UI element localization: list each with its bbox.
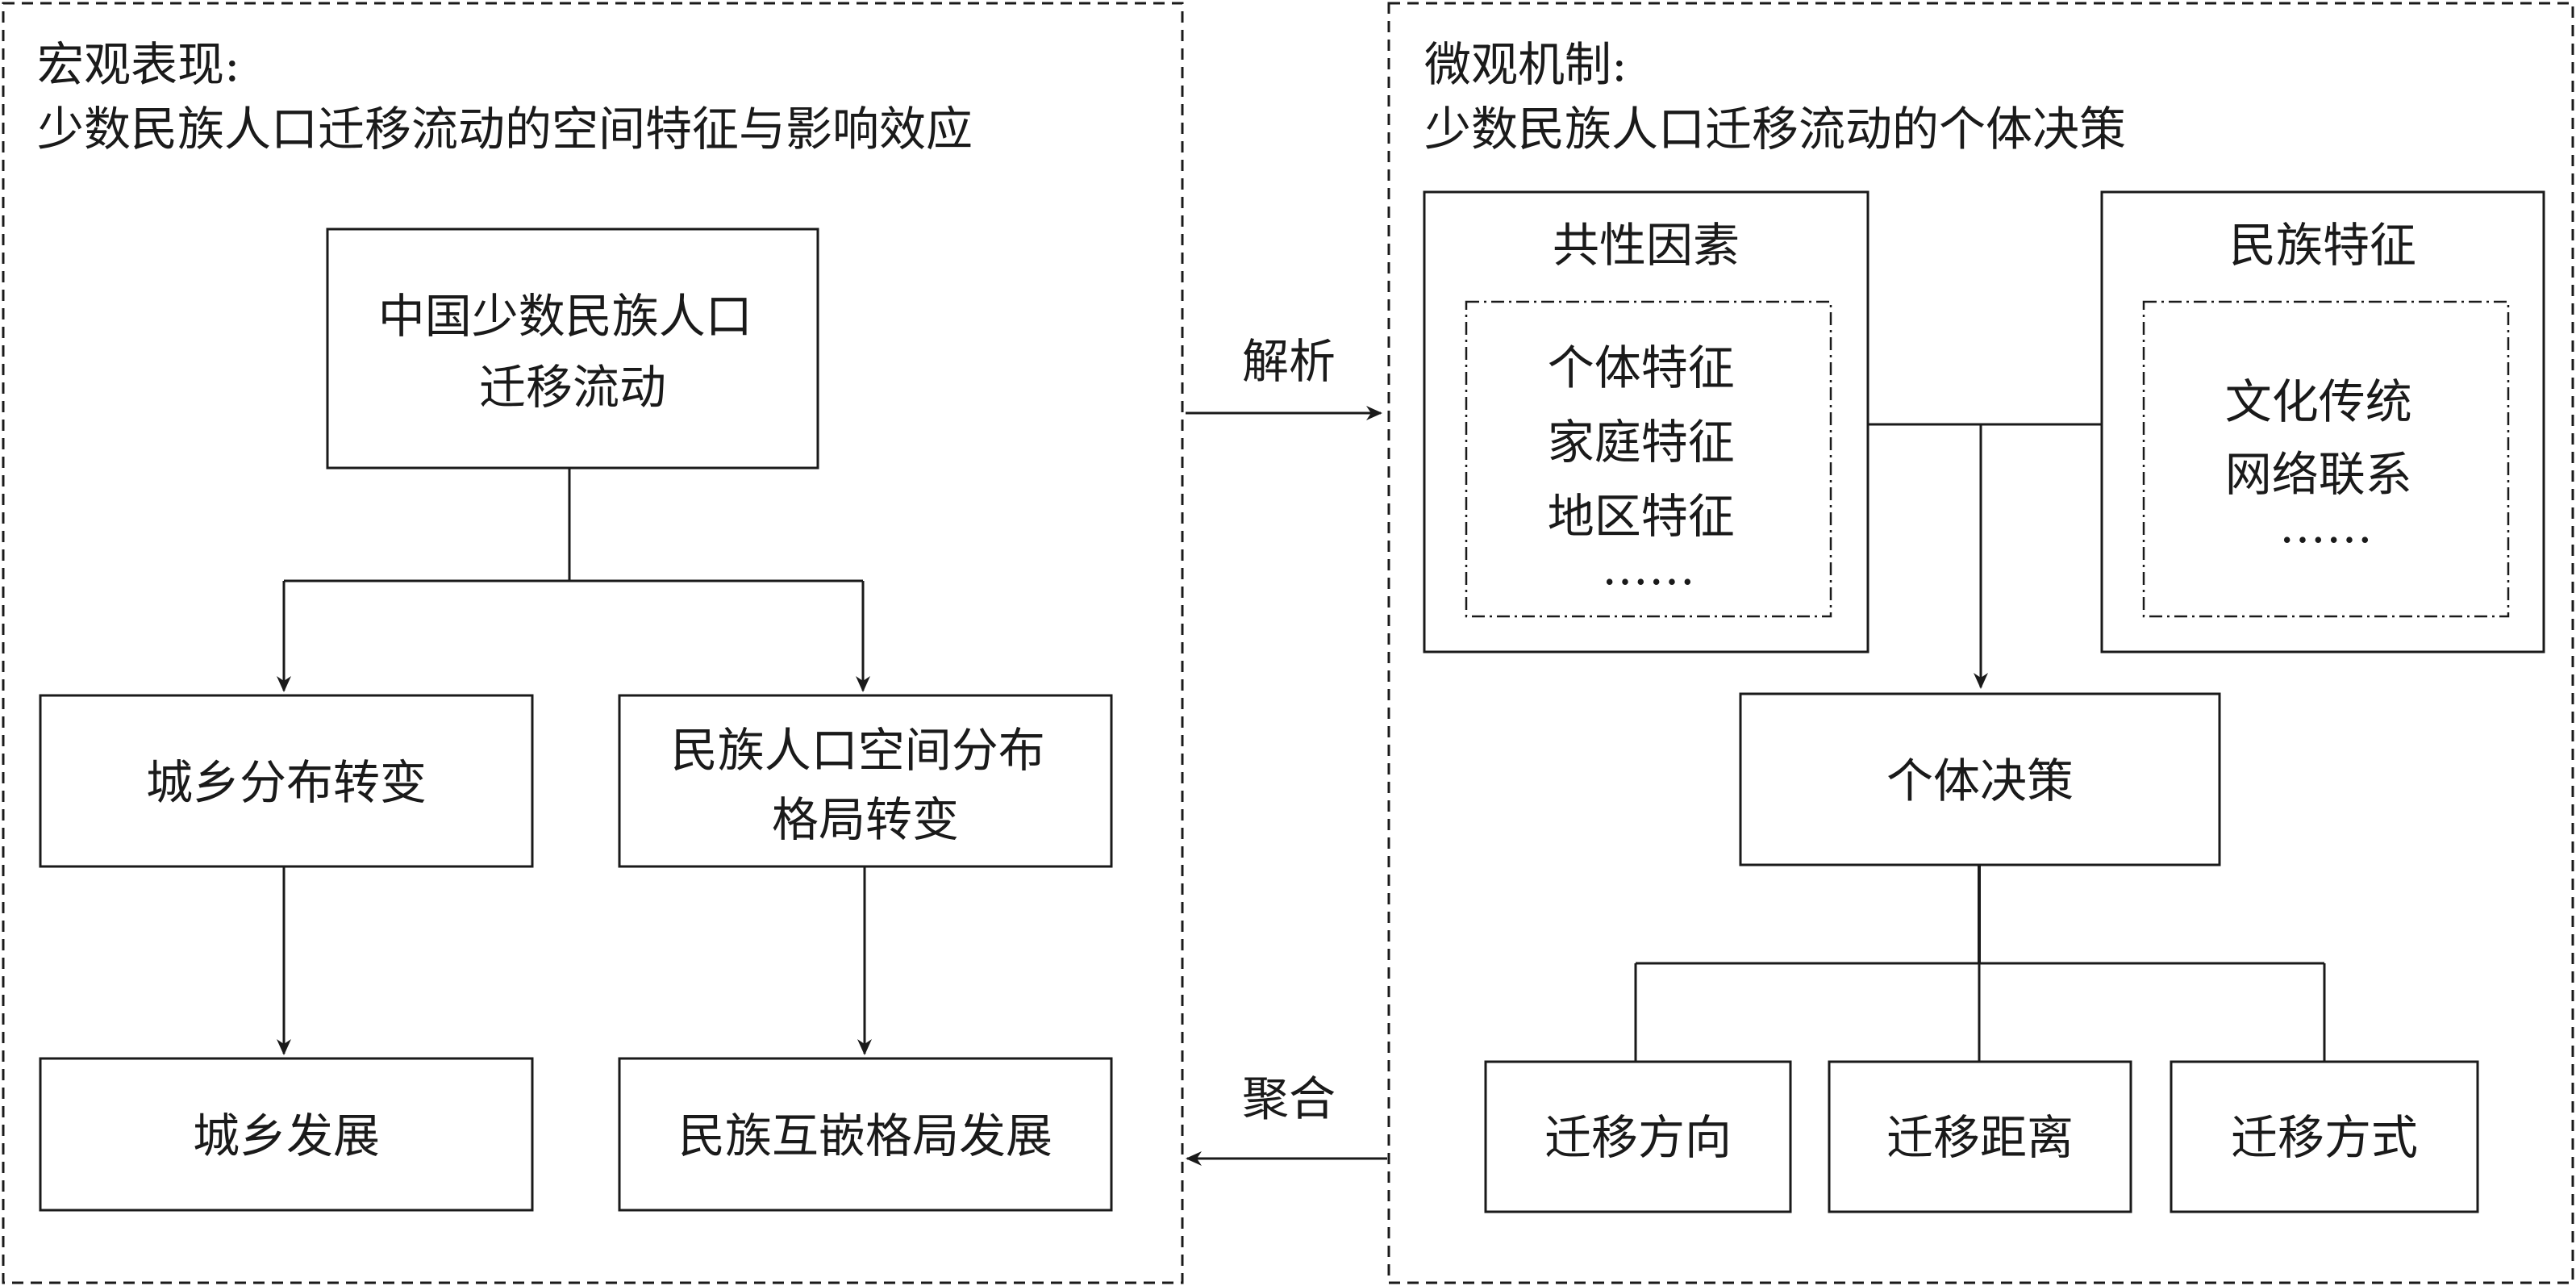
urban-rural-dev-node [39, 1057, 534, 1212]
common-factors-list: 个体特征 家庭特征 地区特征 …… [1548, 340, 1749, 595]
urban-rural-shift-label: 城乡分布转变 [146, 755, 427, 810]
analyze-label: 解析 [1242, 334, 1336, 389]
outcome-distance-label: 迁移距离 [1886, 1110, 2074, 1165]
decision-label: 个体决策 [1886, 754, 2074, 808]
ethnic-embed-dev-node [618, 1057, 1113, 1212]
outcome-mode-label: 迁移方式 [2231, 1110, 2418, 1165]
micro-heading: 微观机制: 少数民族人口迁移流动的个体决策 [1424, 37, 2126, 157]
root-node-label: 中国少数民族人口 迁移流动 [378, 289, 767, 415]
outcome-mode-node [2170, 1060, 2479, 1213]
ethnic-features-title: 民族特征 [2229, 218, 2416, 273]
common-factors-inner [1465, 300, 1832, 618]
common-factors-box [1423, 190, 1869, 653]
outcome-distance-node [1828, 1060, 2132, 1213]
urban-rural-dev-label: 城乡发展 [193, 1109, 380, 1163]
ethnic-features-list: 文化传统 网络联系 …… [2225, 374, 2427, 553]
aggregate-label: 聚合 [1242, 1071, 1336, 1126]
ethnic-pattern-node [618, 694, 1113, 868]
macro-panel [2, 2, 1184, 1284]
urban-rural-shift-node [39, 694, 534, 868]
macro-heading: 宏观表现: 少数民族人口迁移流动的空间特征与影响效应 [37, 37, 973, 157]
outcome-direction-node [1484, 1060, 1792, 1213]
ethnic-embed-dev-label: 民族互嵌格局发展 [678, 1109, 1052, 1163]
ethnic-features-box [2100, 190, 2545, 653]
outcome-direction-label: 迁移方向 [1544, 1110, 1732, 1165]
micro-panel [1387, 2, 2574, 1284]
common-factors-title: 共性因素 [1553, 218, 1740, 273]
ethnic-features-inner [2142, 300, 2510, 618]
root-node [326, 228, 819, 470]
ethnic-pattern-label: 民族人口空间分布 格局转变 [671, 723, 1060, 847]
